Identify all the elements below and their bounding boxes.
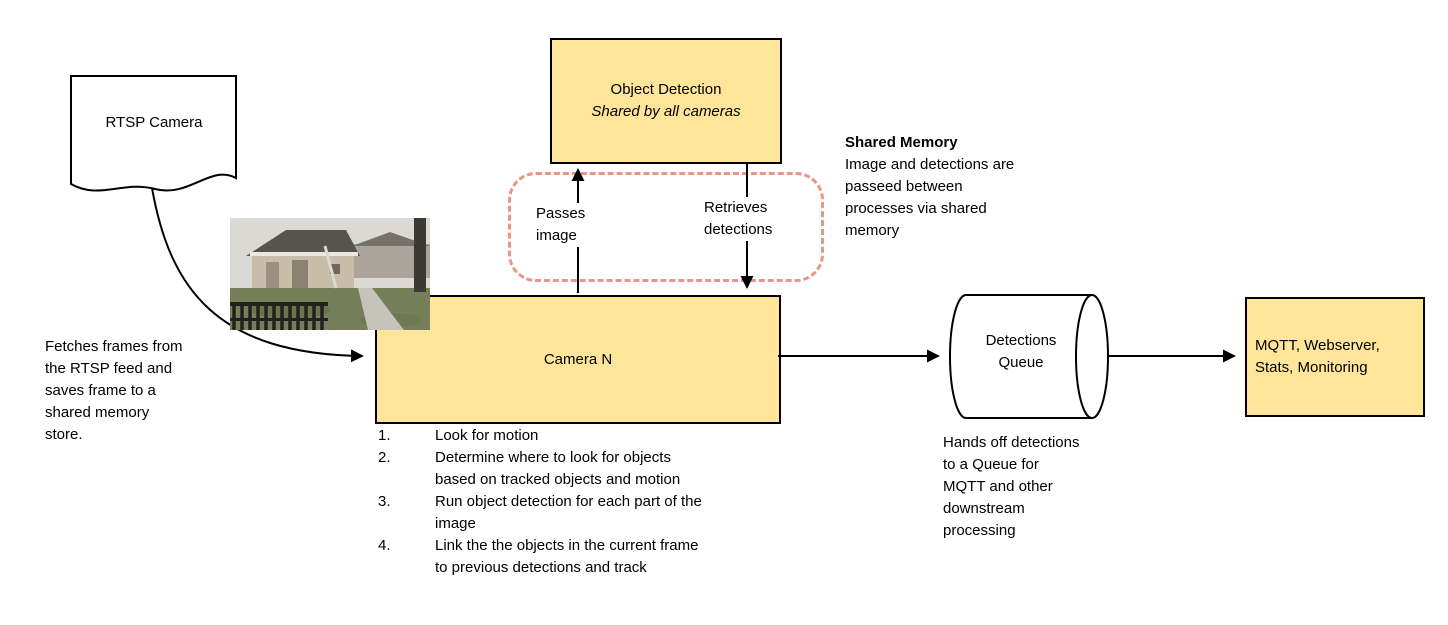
cylinder-body [949, 294, 1093, 419]
shared-memory-note-title: Shared Memory [845, 134, 958, 151]
list-item: 2. Determine where to look for objects b… [378, 447, 707, 491]
camera-snapshot-image [230, 218, 430, 330]
snapshot-fence-rail [230, 302, 328, 306]
document-shape-outline [70, 75, 237, 192]
step-text: Determine where to look for objects base… [435, 449, 681, 488]
detections-queue-shape [949, 294, 1109, 419]
queue-note: Hands off detections to a Queue for MQTT… [943, 434, 1080, 539]
list-item: 4. Link the the objects in the current f… [378, 535, 707, 579]
shared-memory-note: Shared Memory Image and detections are p… [845, 132, 1028, 242]
step-number: 4. [378, 537, 391, 554]
step-text: Run object detection for each part of th… [435, 493, 702, 532]
step-number: 3. [378, 493, 391, 510]
passes-image-label: Passes image [534, 203, 602, 247]
step-number: 2. [378, 449, 391, 466]
step-text: Look for motion [435, 427, 539, 444]
camera-n-label: Camera N [543, 350, 613, 368]
retrieves-detections-label: Retrieves detections [702, 197, 786, 241]
shared-memory-note-body: Image and detections are passeed between… [845, 156, 1015, 239]
snapshot-garage-roof [246, 230, 360, 256]
detections-queue-label: Detections Queue [985, 332, 1057, 371]
object-detection-node: Object Detection Shared by all cameras [550, 38, 782, 164]
rtsp-camera-shape [70, 75, 237, 192]
snapshot-porch-post [414, 218, 426, 292]
snapshot-garage-door [292, 260, 308, 290]
object-detection-subtitle: Shared by all cameras [591, 103, 741, 120]
step-text: Link the the objects in the current fram… [435, 537, 699, 576]
fetch-note: Fetches frames from the RTSP feed and sa… [45, 338, 183, 443]
snapshot-sidewalk [358, 288, 404, 330]
step-number: 1. [378, 427, 391, 444]
camera-n-node: Camera N [375, 295, 781, 424]
object-detection-title: Object Detection [610, 81, 722, 98]
list-item: 1. Look for motion [378, 425, 707, 447]
list-item: 3. Run object detection for each part of… [378, 491, 707, 535]
camera-steps-list: 1. Look for motion 2. Determine where to… [378, 425, 707, 579]
output-node: MQTT, Webserver, Stats, Monitoring [1245, 297, 1425, 417]
arrow-rtsp-to-camera [151, 187, 364, 363]
shared-memory-region [508, 172, 824, 282]
rtsp-camera-label: RTSP Camera [105, 114, 203, 131]
output-node-label: MQTT, Webserver, Stats, Monitoring [1255, 337, 1380, 376]
snapshot-fence-pickets [232, 302, 324, 330]
